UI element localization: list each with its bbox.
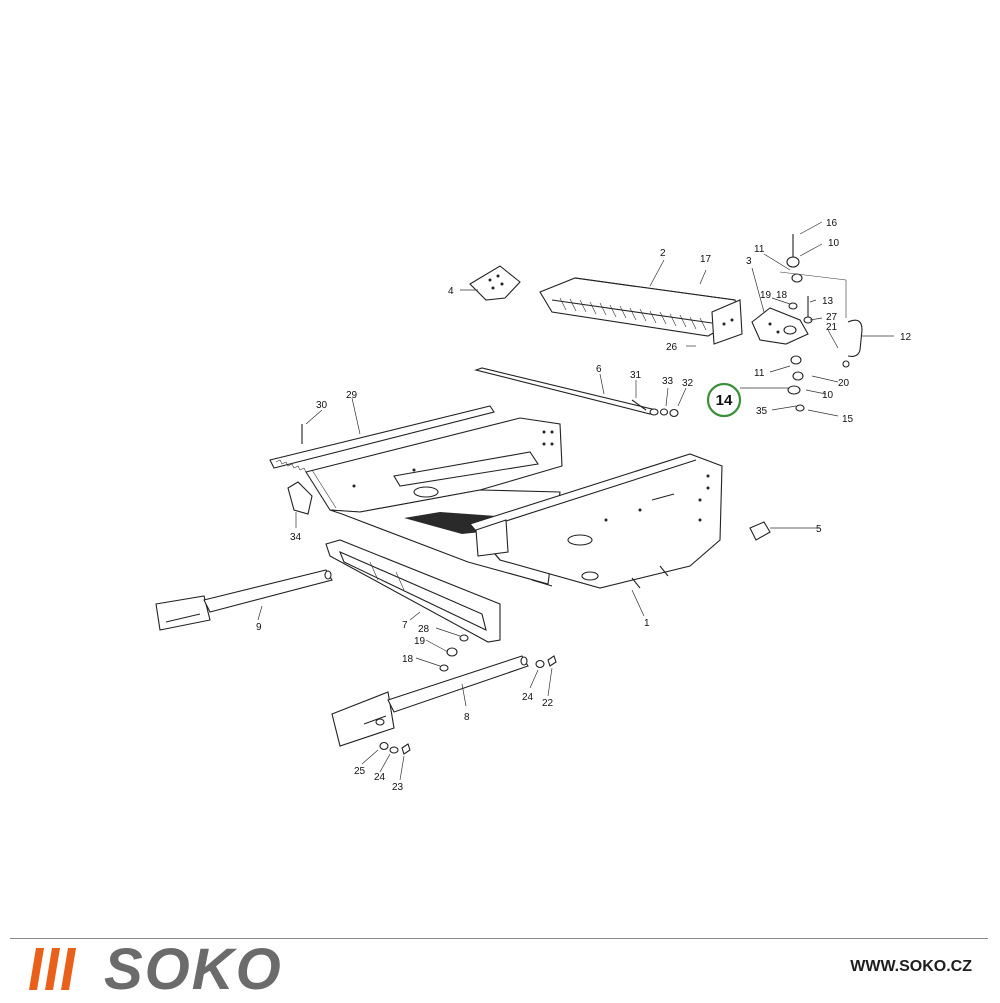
label-part-32: 32 (682, 378, 694, 389)
part-block-5 (749, 521, 771, 541)
label-part-22: 22 (542, 698, 554, 709)
label-part-11b: 11 (754, 368, 765, 379)
part-number-labels: 4 2 3 17 16 10 11 19 18 13 27 21 12 11 2… (256, 218, 912, 793)
label-part-2: 2 (660, 248, 666, 259)
part-bracket-34 (287, 481, 313, 515)
label-part-28: 28 (418, 624, 430, 635)
part-rod-6 (474, 367, 679, 418)
part-toothed-strip-29 (269, 405, 495, 473)
label-part-9: 9 (256, 622, 262, 633)
label-part-31: 31 (630, 370, 642, 381)
label-part-18b: 18 (402, 654, 414, 665)
label-part-10a: 10 (828, 238, 840, 249)
label-part-14: 14 (716, 392, 733, 409)
label-part-4: 4 (448, 286, 454, 297)
label-part-27: 27 (826, 312, 838, 323)
label-part-21: 21 (826, 322, 838, 333)
label-part-6: 6 (596, 364, 602, 375)
part-screen-frame-7 (325, 539, 501, 643)
hardware-cluster-bottom (379, 634, 557, 755)
label-part-24b: 24 (374, 772, 386, 783)
part-hopper-body-1 (305, 417, 723, 589)
brand-website[interactable]: WWW.SOKO.CZ (850, 958, 972, 975)
hardware-cluster-top-right (779, 234, 863, 412)
label-part-10b: 10 (822, 390, 834, 401)
label-part-25: 25 (354, 766, 366, 777)
label-part-1: 1 (644, 618, 650, 629)
label-part-12: 12 (900, 332, 912, 343)
brand-logo-stripes (29, 948, 76, 990)
part-grate-trough-2 (539, 277, 743, 345)
label-part-33: 33 (662, 376, 674, 387)
part-plate-4 (469, 265, 521, 301)
label-part-34: 34 (290, 532, 302, 543)
label-part-3: 3 (746, 256, 752, 267)
label-part-19a: 19 (760, 290, 772, 301)
label-part-30: 30 (316, 400, 328, 411)
highlight-callout-14: 14 (706, 382, 742, 418)
label-part-26: 26 (666, 342, 678, 353)
footer-divider (10, 938, 988, 939)
label-part-15: 15 (842, 414, 854, 425)
part-slide-rail-9 (155, 569, 333, 631)
label-part-29: 29 (346, 390, 358, 401)
label-part-23: 23 (392, 782, 404, 793)
label-part-7: 7 (402, 620, 408, 631)
label-part-20: 20 (838, 378, 850, 389)
label-part-19b: 19 (414, 636, 426, 647)
label-part-18a: 18 (776, 290, 788, 301)
label-part-16: 16 (826, 218, 838, 229)
brand-logo-text: SOKO (104, 937, 283, 1002)
label-part-5: 5 (816, 524, 822, 535)
label-part-11a: 11 (754, 244, 765, 255)
label-part-24a: 24 (522, 692, 534, 703)
label-part-35: 35 (756, 406, 768, 417)
label-part-13: 13 (822, 296, 834, 307)
label-part-17: 17 (700, 254, 712, 265)
label-part-8: 8 (464, 712, 470, 723)
part-bracket-3 (751, 307, 809, 345)
leader-lines (257, 221, 894, 781)
part-slide-rail-8 (331, 655, 529, 747)
